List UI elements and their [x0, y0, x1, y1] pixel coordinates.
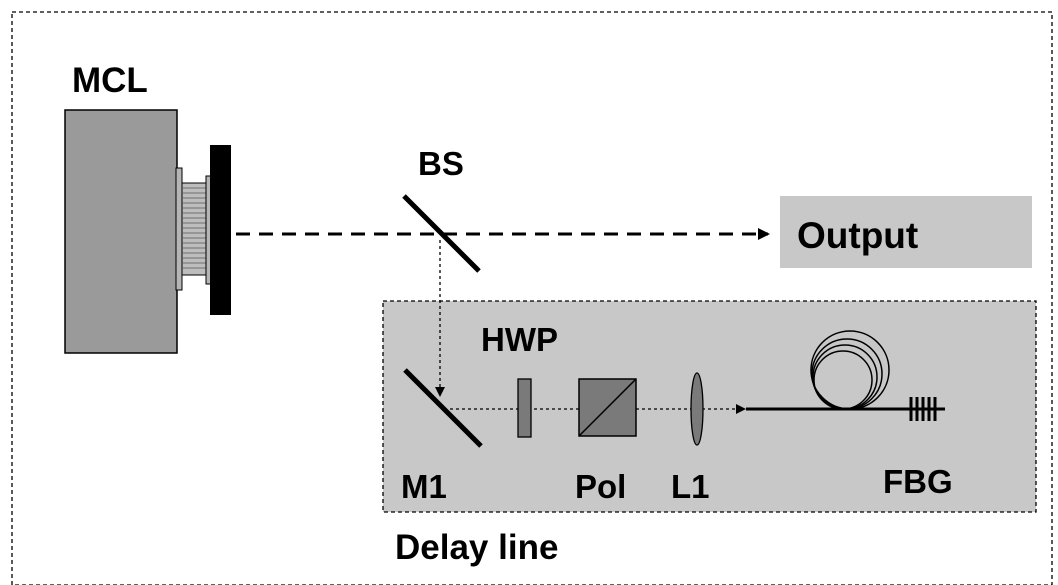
label-pol: Pol [575, 468, 626, 505]
fiber [746, 330, 945, 421]
label-m1: M1 [401, 468, 447, 505]
label-output: Output [797, 215, 918, 256]
output-box [780, 196, 1032, 268]
laser-body [64, 109, 178, 354]
label-mcl: MCL [72, 61, 148, 100]
fiber-coil [810, 330, 890, 410]
laser-flange-left [175, 167, 183, 291]
label-hwp: HWP [481, 321, 558, 358]
label-delay-line: Delay line [395, 528, 558, 567]
mcl-laser [64, 109, 231, 354]
fbg-grating [909, 397, 937, 421]
outer-frame [11, 11, 1053, 585]
polarizer-cube [578, 378, 637, 437]
output-coupler [210, 145, 231, 315]
delay-line-panel [382, 300, 1037, 513]
beam-splitter [402, 194, 481, 273]
half-wave-plate [517, 378, 532, 438]
laser-threads [181, 182, 208, 276]
label-bs: BS [418, 145, 464, 182]
label-fbg: FBG [883, 463, 953, 500]
mirror-m1 [403, 368, 483, 448]
lens-l1 [690, 372, 704, 446]
label-l1: L1 [671, 468, 710, 505]
